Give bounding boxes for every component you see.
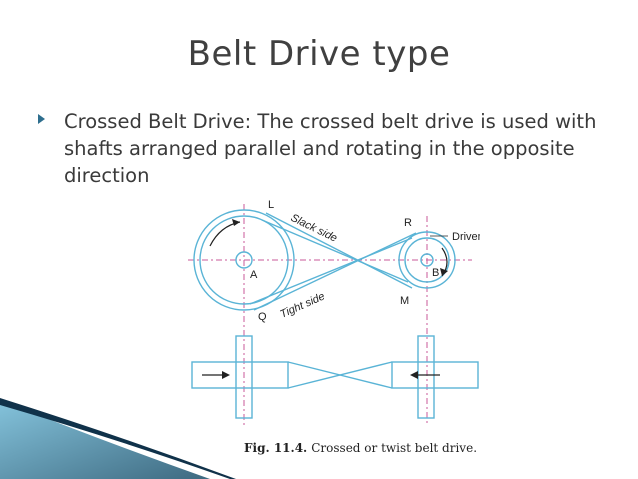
tight-belt-outer (253, 232, 417, 311)
pulley-a-rim (199, 215, 289, 305)
label-a: A (250, 269, 258, 281)
pulley-a-side (191, 361, 289, 389)
pulley-b-belt (398, 231, 456, 289)
pulley-b-hub (420, 253, 434, 267)
slack-belt-outer (265, 212, 413, 289)
slack-belt-inner (261, 219, 409, 283)
pulley-a-hub (235, 251, 253, 269)
figure-caption: Fig. 11.4.Crossed or twist belt drive. (244, 441, 477, 455)
shaft-b-side (417, 335, 435, 419)
label-r: R (404, 217, 412, 229)
tight-belt-inner (249, 237, 413, 305)
belt-side-lower (287, 361, 393, 389)
label-q: Q (258, 311, 267, 323)
label-l: L (268, 199, 274, 211)
pulley-a-arrowhead-icon (232, 219, 240, 226)
shaft-a-side (235, 335, 253, 419)
label-m: M (400, 295, 409, 307)
pulley-b-side (391, 361, 479, 389)
bullet-text: Crossed Belt Drive: The crossed belt dri… (64, 110, 597, 187)
caption-text: Crossed or twist belt drive. (311, 441, 478, 455)
side-arrowhead-b-icon (410, 371, 418, 379)
label-b: B (432, 267, 439, 279)
label-driven: Driven (452, 231, 480, 243)
side-arrowhead-a-icon (222, 371, 230, 379)
pulley-a-belt (193, 209, 295, 311)
pulley-a-rotation-arrow-icon (209, 221, 241, 247)
bullet-arrow-icon (38, 114, 45, 124)
pulley-b-arrowhead-icon (440, 268, 448, 276)
pulley-b-rim (404, 237, 450, 283)
caption-number: Fig. 11.4. (244, 441, 308, 455)
slide-title: Belt Drive type (187, 34, 451, 74)
crossed-belt-diagram: L R Q M A B Driven Slack side Tight side (188, 199, 480, 426)
